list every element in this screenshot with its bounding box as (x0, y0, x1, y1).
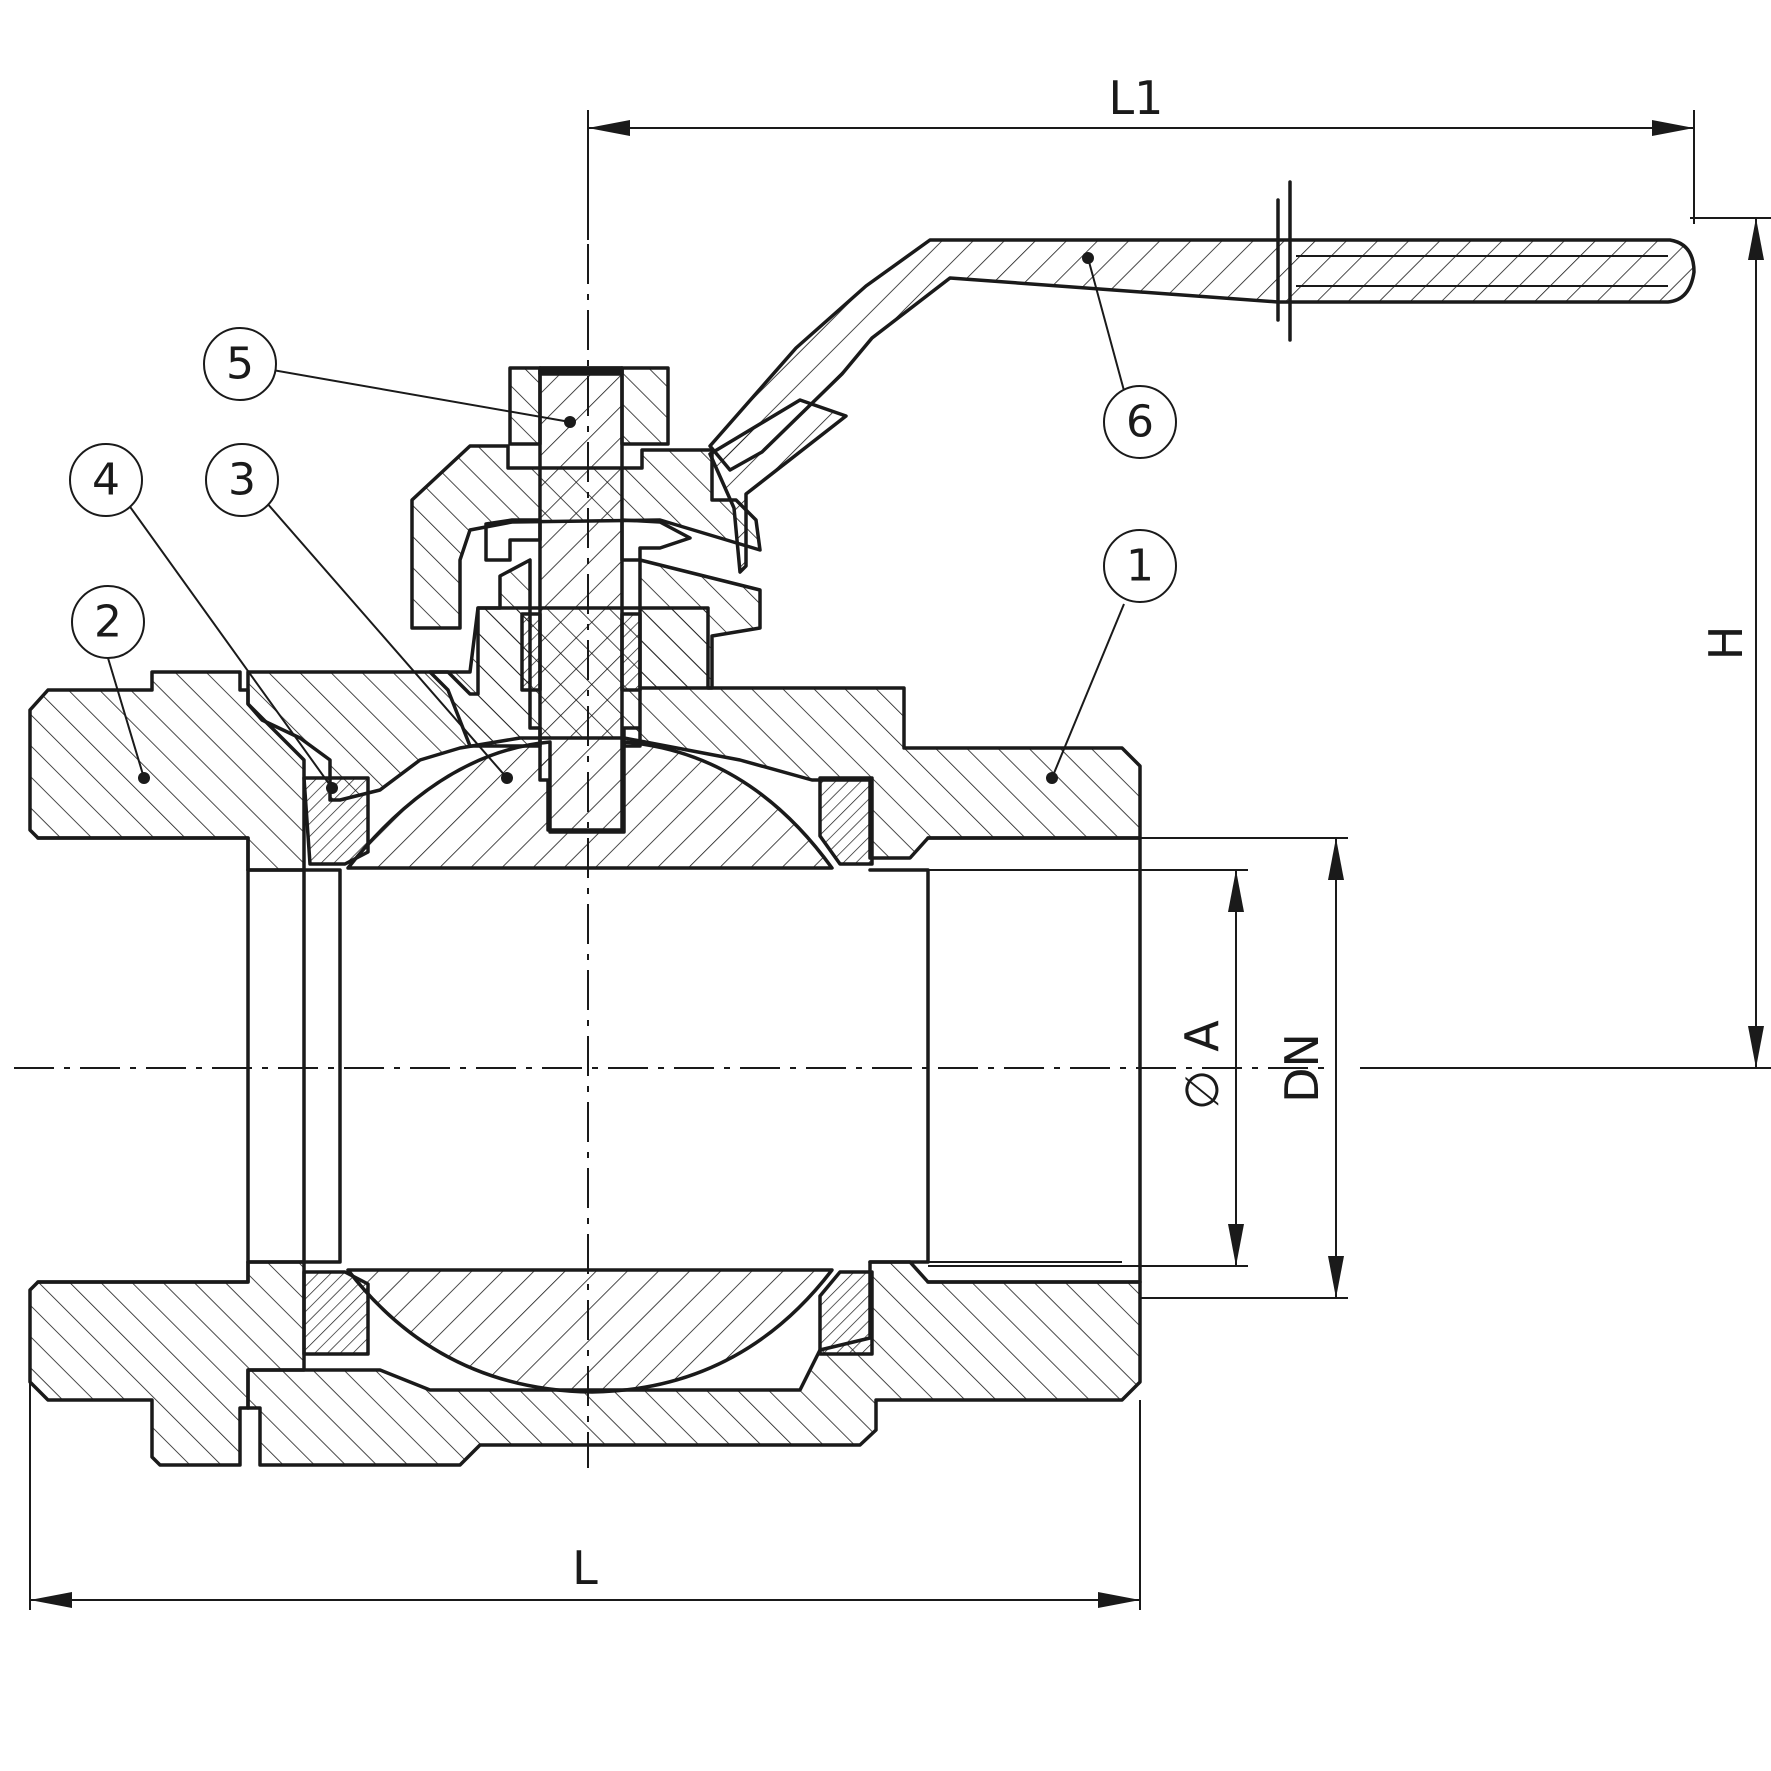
leader-lines (107, 252, 1127, 794)
dimension-label-bore-symbol: ∅ (1175, 1070, 1229, 1110)
balloon-4-label: 4 (92, 455, 120, 506)
balloon-1: 1 (1103, 529, 1177, 603)
end-connector-left-part-2 (28, 670, 306, 1467)
dimension-label-dn: DN (1275, 1033, 1329, 1103)
balloon-3: 3 (205, 443, 279, 517)
balloon-4: 4 (69, 443, 143, 517)
balloon-3-label: 3 (228, 455, 256, 506)
dimension-label-l: L (572, 1541, 598, 1595)
balloon-6-label: 6 (1126, 397, 1154, 448)
dimension-label-bore-letter: A (1175, 1020, 1229, 1052)
dimension-lines (29, 110, 1771, 1610)
dimension-label-h: H (1699, 626, 1753, 661)
ball-part-3 (346, 740, 834, 1394)
dimension-label-l1: L1 (1109, 71, 1164, 125)
balloon-5-label: 5 (226, 339, 254, 390)
balloon-6: 6 (1103, 385, 1177, 459)
handle-part-6 (708, 180, 1696, 472)
balloon-5: 5 (203, 327, 277, 401)
stem-part-5 (484, 366, 692, 832)
center-lines (14, 112, 1330, 1468)
balloon-2: 2 (71, 585, 145, 659)
balloon-2-label: 2 (94, 597, 122, 648)
balloon-1-label: 1 (1126, 541, 1154, 592)
